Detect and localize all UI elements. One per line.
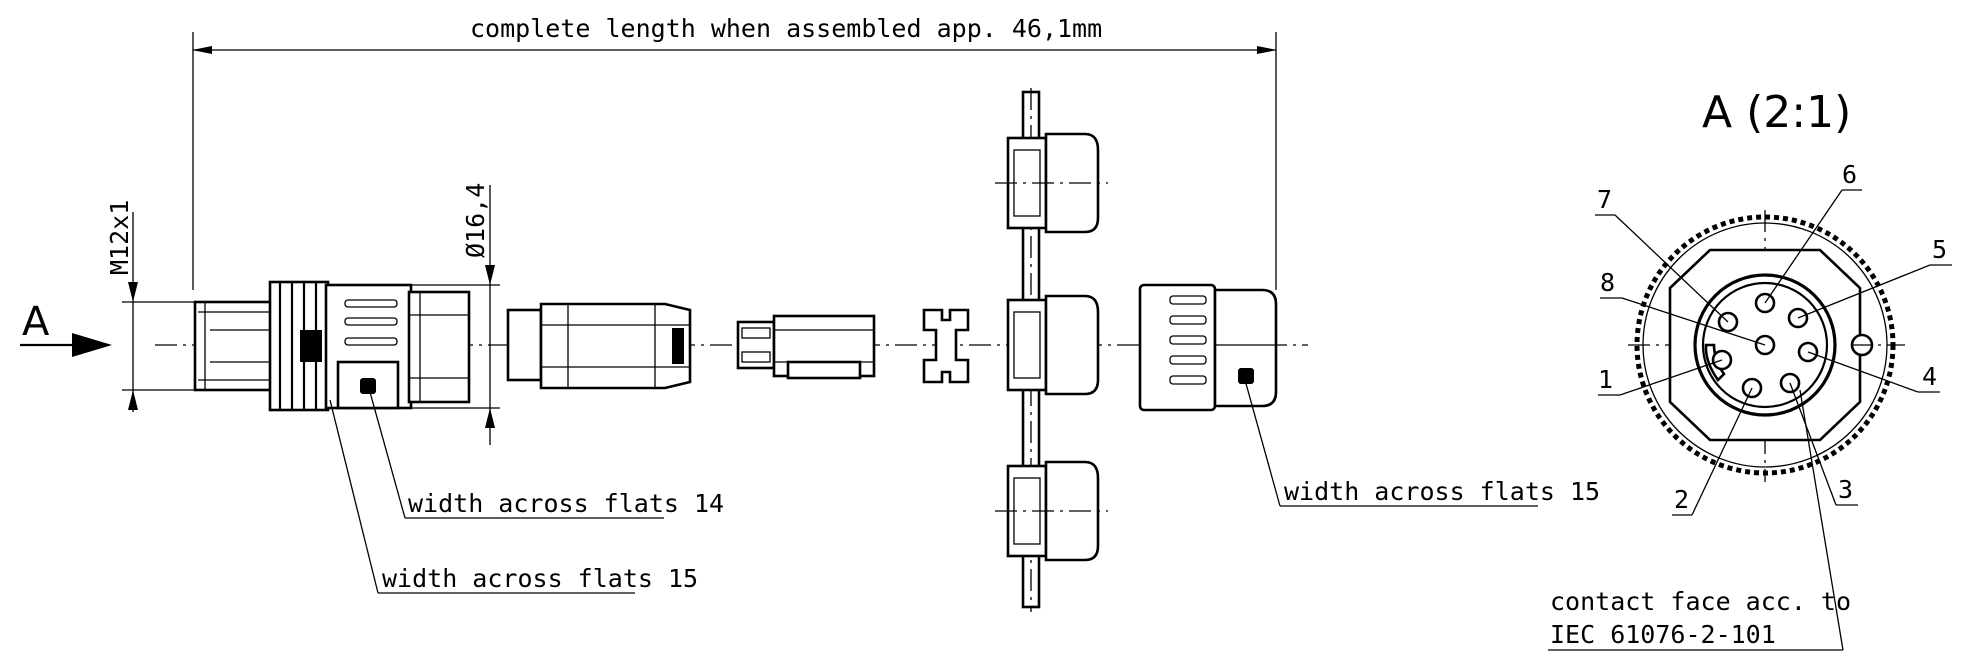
diameter-label: Ø16,4 <box>461 183 490 258</box>
pin-label-7: 7 <box>1597 185 1612 214</box>
cable-gland-bottom <box>995 460 1108 562</box>
pin-label-6: 6 <box>1842 160 1857 189</box>
diameter-dimension: Ø16,4 <box>330 183 500 445</box>
pin-label-5: 5 <box>1932 235 1947 264</box>
pin-label-8: 8 <box>1600 268 1615 297</box>
contact-face-note: contact face acc. to IEC 61076-2-101 <box>1548 389 1851 651</box>
pin-leaders <box>1595 189 1952 516</box>
cable-gland-top <box>995 132 1108 234</box>
view-arrow-a: A <box>20 299 112 357</box>
overall-length-label: complete length when assembled app. 46,1… <box>470 14 1102 43</box>
pin-label-3: 3 <box>1838 475 1853 504</box>
wrench-14-label: width across flats 14 <box>408 489 724 518</box>
cable-gland-mid <box>1006 294 1100 396</box>
wrench-14-callout: width across flats 14 <box>367 384 724 519</box>
overall-length-dimension: complete length when assembled app. 46,1… <box>192 14 1277 290</box>
wrench-15-left-callout: width across flats 15 <box>329 399 698 594</box>
contact-face-line2: IEC 61076-2-101 <box>1550 620 1776 649</box>
pin-label-2: 2 <box>1674 485 1689 514</box>
pin-label-1: 1 <box>1598 365 1613 394</box>
pin-label-4: 4 <box>1922 362 1937 391</box>
rear-housing-part <box>1138 283 1278 412</box>
contact-face-line1: contact face acc. to <box>1550 587 1851 616</box>
contact-pins <box>1711 292 1819 399</box>
contact-face-detail: 1 2 3 4 5 6 7 8 <box>1595 160 1952 516</box>
wrench-15-left-label: width across flats 15 <box>382 564 698 593</box>
wrench-15-right-callout: width across flats 15 <box>1244 379 1600 507</box>
contact-insert-part <box>506 302 692 390</box>
detail-view-title: A (2:1) <box>1702 87 1851 138</box>
clip-part <box>922 308 970 384</box>
view-arrow-label: A <box>22 299 50 345</box>
cable-assembly-part <box>995 88 1108 612</box>
wrench-15-right-label: width across flats 15 <box>1284 477 1600 506</box>
thread-dimension: M12x1 <box>105 200 195 412</box>
coupling-nut-part <box>193 280 471 412</box>
thread-label: M12x1 <box>105 200 134 275</box>
pin-carrier-part <box>736 314 876 380</box>
